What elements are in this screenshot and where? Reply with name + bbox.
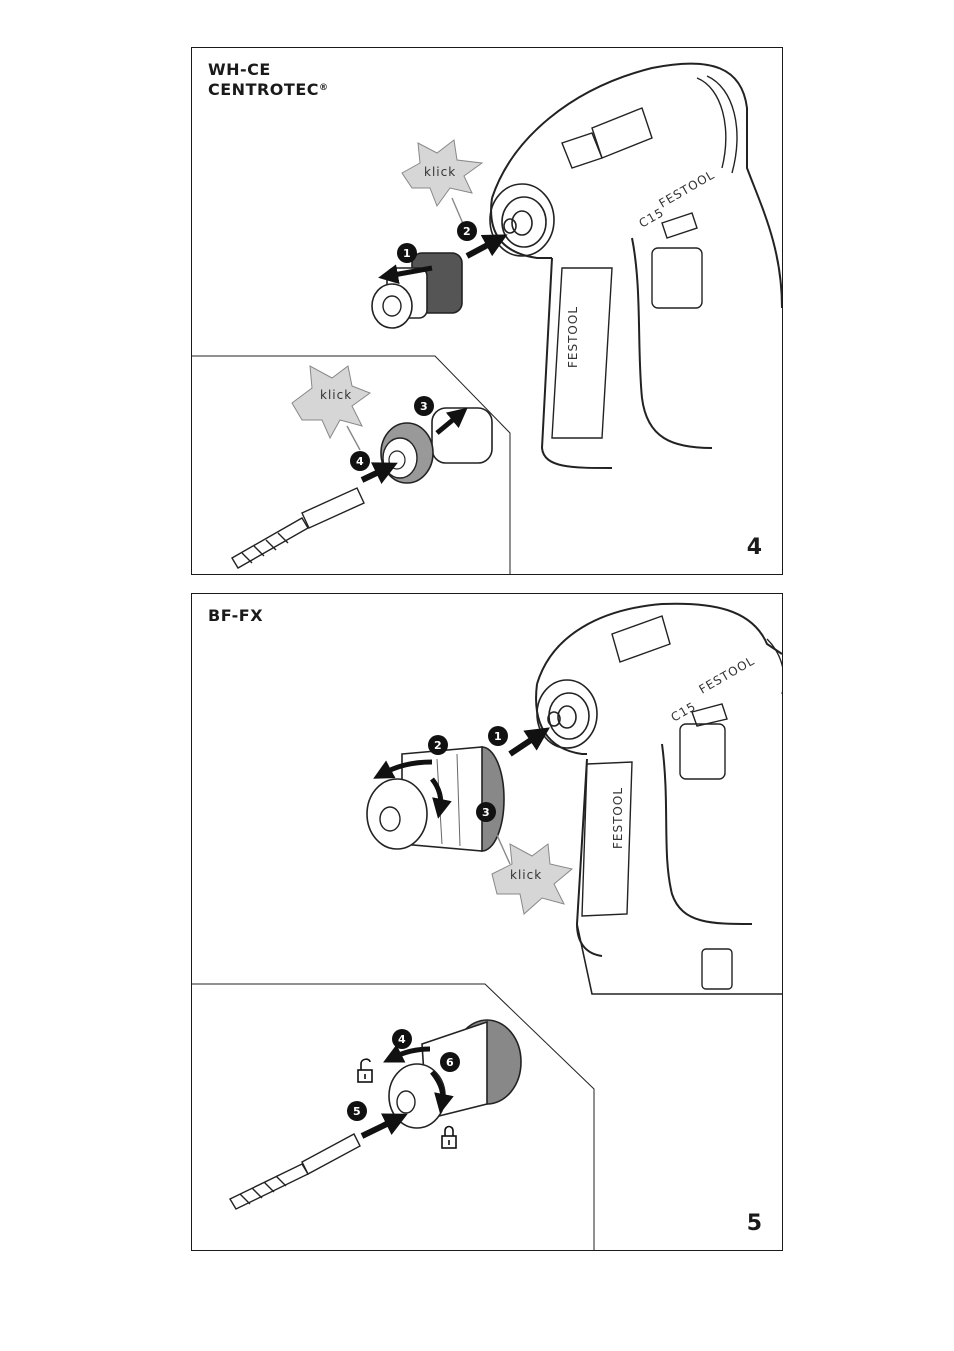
klick-burst: klick (491, 823, 574, 915)
lock-open-icon (357, 1058, 373, 1083)
wh-ce-adapter (371, 252, 463, 329)
drill-side-brand-label: FESTOOL (566, 306, 580, 368)
figure-5-title: BF-FX (208, 606, 264, 625)
step-3-badge: 3 (476, 802, 496, 822)
step-1-badge: 1 (488, 726, 508, 746)
step-5-badge: 5 (347, 1101, 367, 1121)
drill-brand-label: FESTOOL (697, 653, 758, 696)
drill-body (490, 62, 782, 469)
step-2-badge: 2 (457, 221, 477, 241)
klick-label-inset: klick (320, 388, 352, 402)
step-1-badge: 1 (397, 243, 417, 263)
step-1-arrow (508, 727, 550, 757)
step-6-arrow (430, 1070, 454, 1114)
inset-drill-bit (231, 487, 365, 569)
figure-5-panel: BF-FX FESTOOL C15 FE (191, 593, 783, 1251)
figure-4-title: WH-CE CENTROTEC® (208, 60, 328, 100)
drill-body (535, 602, 782, 995)
figure-4-title-line1: WH-CE (208, 60, 271, 79)
step-4-arrow (383, 1044, 431, 1063)
bf-fx-chuck (366, 746, 505, 852)
step-5-number: 5 (353, 1105, 361, 1118)
drill-chuck-mount (489, 183, 555, 257)
step-2-arrow (373, 759, 452, 819)
inset-drill-bit (229, 1133, 361, 1210)
step-2-number: 2 (463, 225, 471, 238)
step-1-number: 1 (494, 730, 502, 743)
figure-5-illustration: FESTOOL C15 FESTOOL klick 1 (192, 602, 782, 1250)
registered-mark: ® (318, 83, 329, 93)
drill-side-brand-label: FESTOOL (611, 787, 625, 849)
figure-4-illustration: FESTOOL C15 FESTOOL klick 1 (192, 62, 782, 574)
step-4-badge: 4 (350, 451, 370, 471)
step-4-number: 4 (356, 455, 364, 468)
klick-label-top: klick (424, 165, 456, 179)
inset-border (192, 983, 595, 1250)
klick-burst-inset: klick (291, 365, 372, 451)
figure-4-number: 4 (746, 535, 762, 560)
step-5-arrow (360, 1113, 408, 1139)
step-3-number: 3 (420, 400, 428, 413)
klick-label: klick (510, 868, 542, 882)
figure-5-number: 5 (746, 1211, 762, 1236)
step-3-arrow (435, 407, 468, 435)
step-3-number: 3 (482, 806, 490, 819)
step-2-arrow (465, 234, 508, 259)
lock-closed-icon (441, 1125, 457, 1149)
figure-4-title-line2: CENTROTEC (208, 80, 319, 99)
step-4-badge: 4 (392, 1029, 412, 1049)
step-1-number: 1 (403, 247, 411, 260)
drill-brand-label: FESTOOL (657, 167, 718, 210)
step-6-badge: 6 (440, 1052, 460, 1072)
step-1-arrow (378, 264, 433, 285)
step-2-number: 2 (434, 739, 442, 752)
inset-border (192, 355, 511, 574)
step-2-badge: 2 (428, 735, 448, 755)
inset-adapter (380, 407, 493, 484)
klick-burst-top: klick (401, 139, 484, 227)
step-4-number: 4 (398, 1033, 406, 1046)
step-6-number: 6 (446, 1056, 454, 1069)
drill-chuck-mount (536, 679, 598, 749)
drill-model-label: C15 (669, 699, 699, 724)
figure-4-panel: WH-CE CENTROTEC® (191, 47, 783, 575)
step-4-arrow (360, 462, 398, 485)
step-3-badge: 3 (414, 396, 434, 416)
